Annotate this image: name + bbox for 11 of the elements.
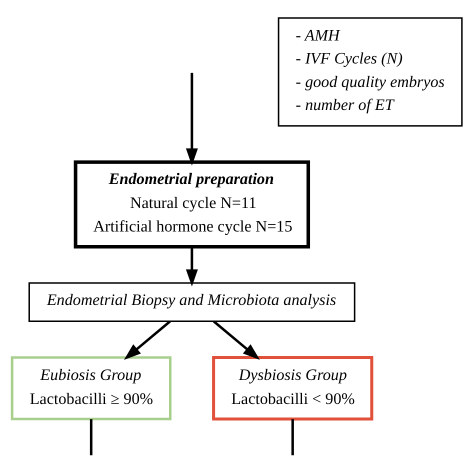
node-box: Endometrial Biopsy and Microbiota analysis: [28, 282, 356, 322]
arrow: [124, 320, 171, 360]
arrow: [186, 72, 198, 166]
node-box: - AMH - IVF Cycles (N) - good quality embryos - number of ET: [278, 17, 463, 127]
connector: [90, 419, 92, 456]
connector: [291, 419, 294, 456]
node-box: Endometrial preparation Natural cycle N=11 Artificial hormone cycle N=15: [74, 160, 310, 248]
node-box: Dysbiosis Group Lactobacilli < 90%: [212, 356, 374, 420]
node-box: Eubiosis Group Lactobacilli ≥ 90%: [10, 356, 172, 420]
arrow: [212, 320, 260, 360]
arrow: [186, 246, 198, 286]
